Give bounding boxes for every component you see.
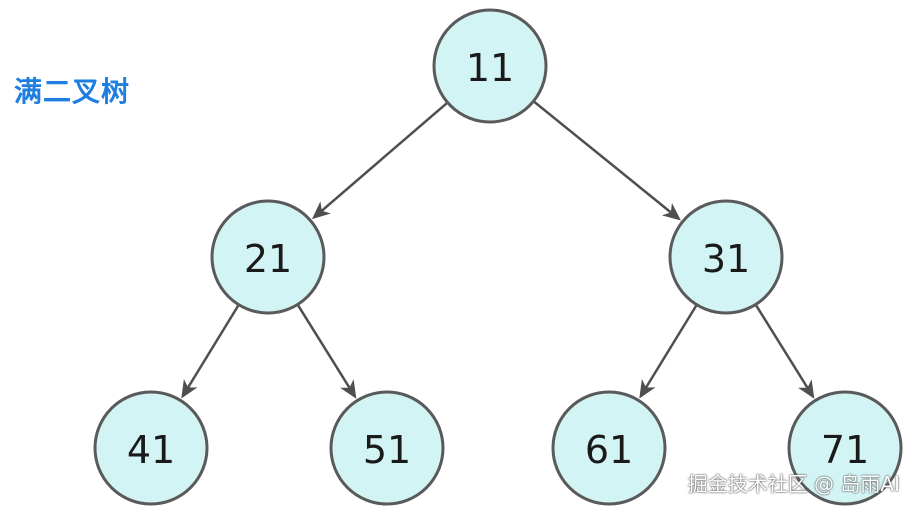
tree-nodes: 11 21 31 41 51 61 71 (93, 8, 903, 506)
node-circle (787, 390, 903, 506)
node-circle (432, 8, 548, 124)
tree-edge-n11-n21 (318, 101, 449, 214)
node-circle (93, 390, 209, 506)
node-circle (668, 199, 784, 315)
node-label: 71 (821, 428, 869, 472)
tree-node-41: 41 (93, 390, 209, 506)
node-label: 61 (585, 428, 633, 472)
tree-edge-n31-n61 (643, 304, 698, 391)
tree-node-21: 21 (210, 199, 326, 315)
node-circle (551, 390, 667, 506)
node-label: 41 (127, 428, 175, 472)
tree-node-51: 51 (329, 390, 445, 506)
tree-edges (181, 100, 815, 399)
node-label: 51 (363, 428, 411, 472)
tree-edge-n21-n51 (296, 303, 353, 391)
tree-node-31: 31 (668, 199, 784, 315)
arrowhead-n31-n61 (639, 379, 656, 399)
arrowhead-n31-n71 (798, 379, 815, 399)
tree-edge-n11-n31 (532, 100, 674, 216)
arrowhead-n11-n21 (311, 201, 331, 220)
watermark: 掘金技术社区 @ 岛雨AI (687, 472, 900, 496)
tree-edge-n31-n71 (754, 303, 811, 391)
tree-node-61: 61 (551, 390, 667, 506)
node-circle (329, 390, 445, 506)
tree-node-71: 71 (787, 390, 903, 506)
tree-edge-n21-n41 (185, 304, 240, 391)
arrowhead-n11-n31 (661, 202, 681, 221)
tree-node-11: 11 (432, 8, 548, 124)
node-circle (210, 199, 326, 315)
arrowhead-n21-n51 (340, 379, 357, 399)
node-label: 11 (466, 46, 514, 90)
diagram-title: 满二叉树 (14, 75, 131, 108)
node-label: 21 (244, 237, 292, 281)
arrowhead-n21-n41 (181, 379, 198, 399)
node-label: 31 (702, 237, 750, 281)
